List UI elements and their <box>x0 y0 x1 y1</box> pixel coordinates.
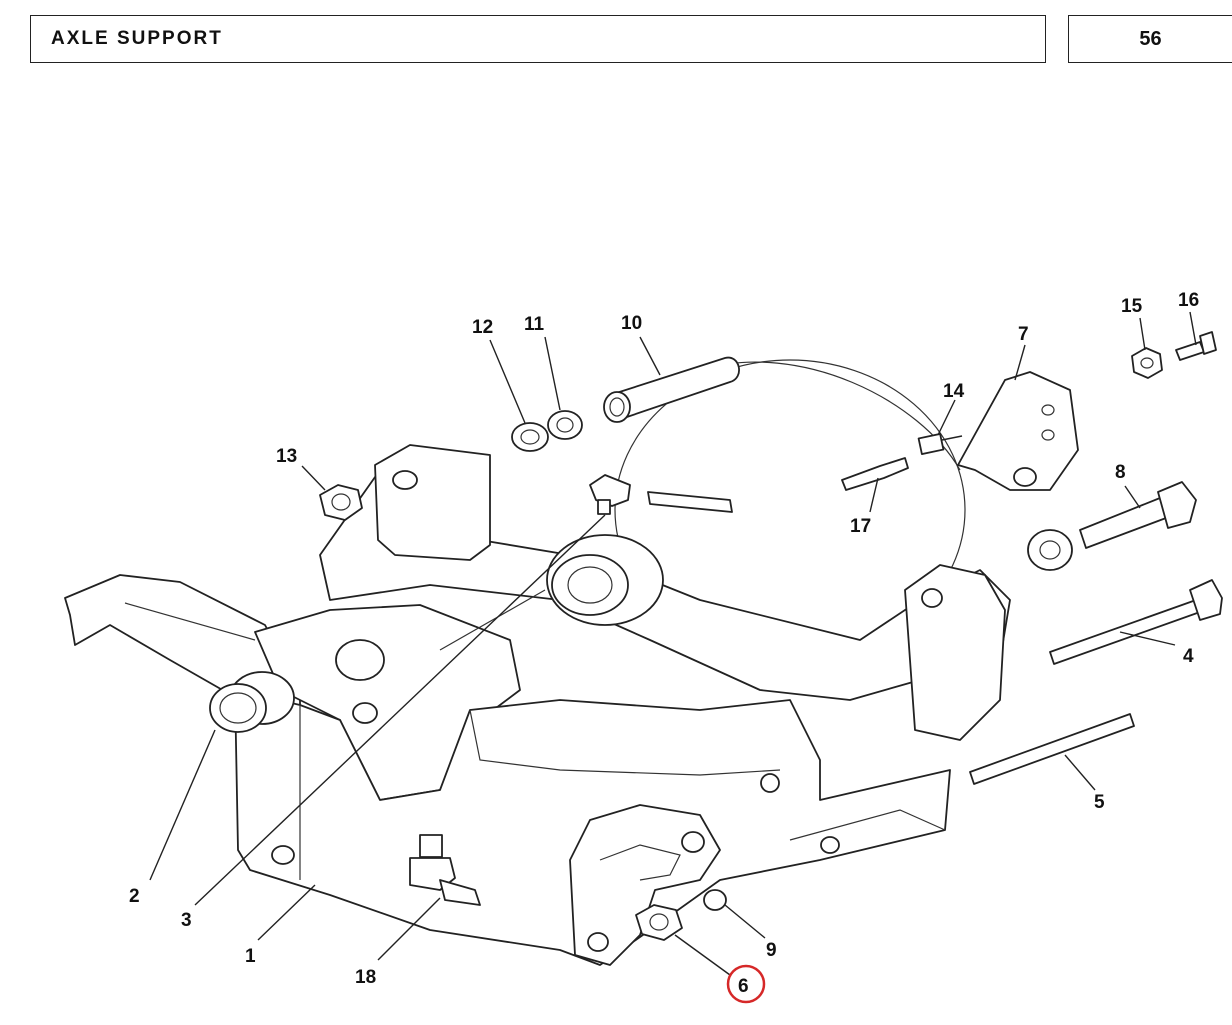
label-7: 7 <box>1018 324 1029 345</box>
box-hole-left <box>271 845 295 865</box>
part-16-bolt <box>1175 331 1217 361</box>
upper-tower <box>374 444 491 561</box>
grease-elbow-fitting <box>589 474 733 515</box>
part-11-washer <box>547 410 583 440</box>
label-14: 14 <box>943 381 965 402</box>
box-hole-right <box>760 773 780 793</box>
label-15: 15 <box>1121 296 1143 317</box>
label-11: 11 <box>524 314 545 335</box>
label-16: 16 <box>1178 290 1199 311</box>
leader-lines <box>149 311 1197 976</box>
box-hole-bottom <box>820 836 840 854</box>
part-17-nipple <box>841 457 909 491</box>
part-5-stud <box>969 713 1135 785</box>
label-9: 9 <box>766 940 777 961</box>
label-6: 6 <box>738 976 749 997</box>
upper-collar <box>439 534 664 651</box>
part-labels: 1 2 3 4 5 6 7 8 9 10 11 12 13 14 15 16 1… <box>129 290 1199 997</box>
label-10: 10 <box>621 313 642 334</box>
label-17: 17 <box>850 516 871 537</box>
part-9-washer <box>703 889 727 911</box>
part-10-pin <box>603 356 740 423</box>
tower-hole <box>392 470 418 490</box>
page-number-box: 56 <box>1068 15 1232 63</box>
bracket-hole-bottom <box>587 932 609 952</box>
label-13: 13 <box>276 446 297 467</box>
label-12: 12 <box>472 317 493 338</box>
label-3: 3 <box>181 910 192 931</box>
label-18: 18 <box>355 967 376 988</box>
part-12-washer <box>511 422 549 452</box>
part-13-nut <box>319 484 363 521</box>
label-8: 8 <box>1115 462 1126 483</box>
part-4-bolt <box>1049 579 1223 665</box>
label-1: 1 <box>245 946 256 967</box>
label-4: 4 <box>1183 646 1194 667</box>
part-7-plate <box>957 371 1079 491</box>
part-18-fitting <box>409 834 481 906</box>
upright-hole <box>921 588 943 608</box>
part-14-fitting <box>917 432 963 456</box>
saddle-bore <box>335 639 385 681</box>
axle-support-body <box>64 359 1011 966</box>
right-upright <box>904 564 1006 741</box>
title-box: AXLE SUPPORT <box>30 15 1046 63</box>
part-15-nut <box>1131 347 1163 379</box>
label-5: 5 <box>1094 792 1105 813</box>
highlight-circle-part-6 <box>726 964 766 1004</box>
bracket-hole-top <box>681 831 705 853</box>
saddle-hole <box>352 702 378 724</box>
label-2: 2 <box>129 886 140 907</box>
page-number: 56 <box>1139 27 1162 50</box>
diagram-title: AXLE SUPPORT <box>51 28 223 49</box>
part-8-bolt <box>1027 481 1197 571</box>
front-bushing <box>209 671 295 733</box>
part-6-nut <box>635 904 683 941</box>
